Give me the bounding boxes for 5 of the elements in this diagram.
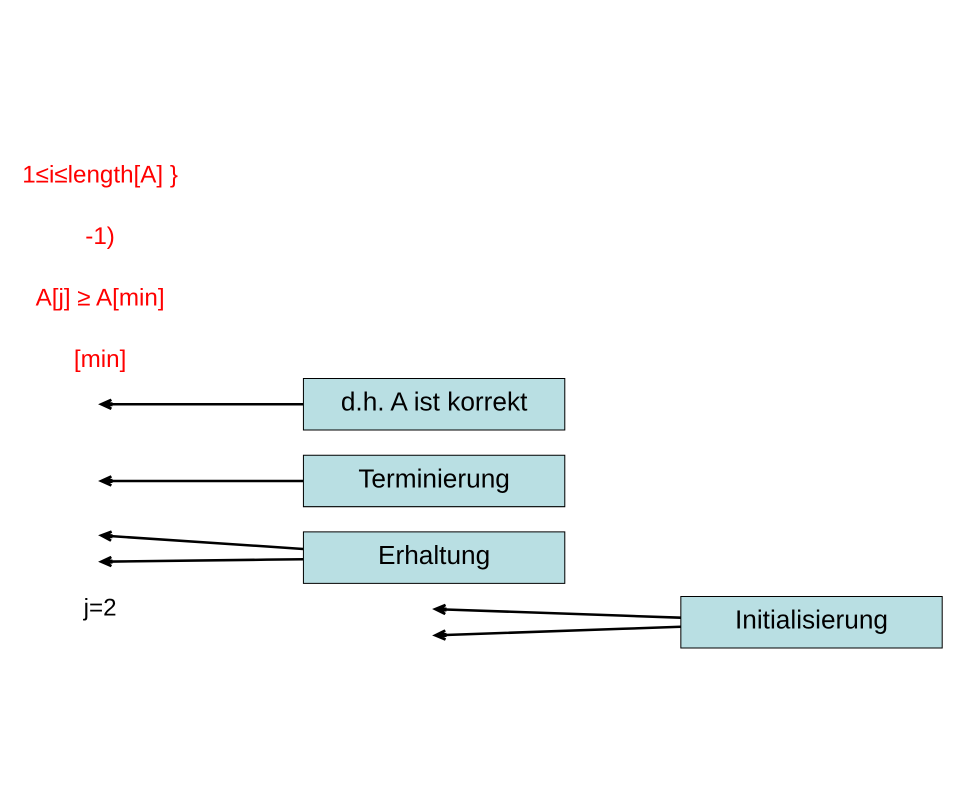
label: A[j] ≥ A[min] bbox=[36, 284, 165, 312]
label: 1≤i≤length[A] } bbox=[22, 160, 178, 188]
label: j=2 bbox=[84, 594, 117, 621]
label: -1) bbox=[85, 222, 115, 250]
label: [min] bbox=[74, 346, 126, 373]
